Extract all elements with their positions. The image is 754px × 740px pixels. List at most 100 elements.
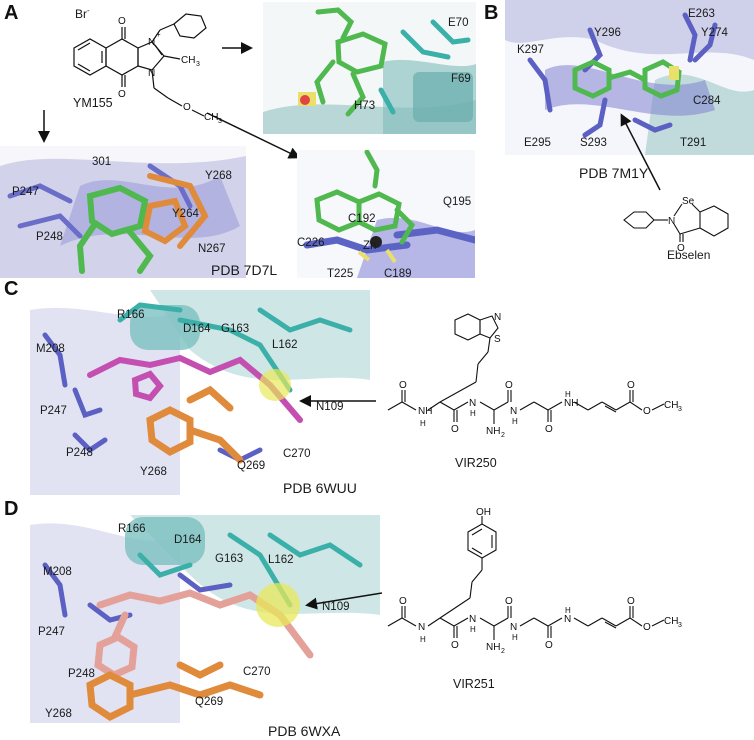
vir251-ester-o: O	[627, 596, 635, 607]
panel-c-pdb-label: PDB 6WUU	[283, 480, 357, 496]
residue-d-c270: C270	[243, 666, 271, 678]
vir250-ester-o: O	[627, 380, 635, 391]
vir250-n4: NH	[564, 398, 578, 409]
vir251-h1: H	[420, 635, 426, 644]
vir251-ch3: CH	[664, 616, 678, 627]
vir250-o2: O	[505, 380, 513, 391]
vir251-ester-o2: O	[643, 622, 651, 633]
residue-c-m208: M208	[36, 343, 65, 355]
residue-a-t225: T225	[327, 268, 354, 280]
vir251-n4: N	[564, 614, 571, 625]
render-7d7l-right	[297, 150, 475, 278]
ym155-o-top: O	[118, 16, 126, 27]
vir251-nh2: NH	[486, 642, 500, 653]
vir250-o3: O	[545, 424, 553, 435]
panel-letter-b: B	[484, 2, 499, 24]
panel-a-arrows	[38, 42, 301, 159]
ym155-o-bottom: O	[118, 89, 126, 100]
residue-b-y296: Y296	[594, 27, 621, 39]
residue-a-y268: Y268	[205, 170, 232, 182]
vir250-h3: H	[512, 417, 518, 426]
residue-b-s293: S293	[580, 137, 607, 149]
vir251-h4: H	[565, 606, 571, 615]
residue-b-e295: E295	[524, 137, 551, 149]
residue-b-k297: K297	[517, 44, 544, 56]
render-6wuu	[30, 290, 380, 495]
residue-c-r166: R166	[117, 309, 145, 321]
residue-d-p247: P247	[38, 626, 65, 638]
ym155-label: YM155	[73, 96, 113, 110]
vir250-ester-o2: O	[643, 406, 651, 417]
vir250-structure: N S O NH H O N H NH 2 O N H O NH H O O C…	[387, 312, 682, 439]
residue-d-p248: P248	[68, 668, 95, 680]
vir251-n1: N	[418, 622, 425, 633]
vir250-label: VIR250	[455, 456, 497, 470]
vir250-n3: N	[510, 406, 517, 417]
residue-c-g163: G163	[221, 323, 250, 335]
panel-letter-c: C	[4, 278, 19, 300]
vir250-n1: NH	[418, 406, 432, 417]
residue-a-p247: P247	[12, 186, 39, 198]
ym155-ether-sub: 3	[218, 118, 222, 125]
vir250-ch3-sub: 3	[678, 406, 682, 413]
vir250-s-ring: S	[494, 334, 501, 345]
panel-letter-a: A	[4, 2, 19, 24]
ebselen-o: O	[677, 243, 685, 252]
vir250-ch3: CH	[664, 400, 678, 411]
vir251-oh: OH	[476, 508, 491, 518]
vir250-nh2-sub: 2	[501, 432, 505, 439]
residue-a-p248: P248	[36, 231, 63, 243]
panel-a-pdb-label: PDB 7D7L	[211, 262, 278, 278]
residue-d-d164: D164	[174, 534, 202, 546]
ebselen-structure: Se N O	[623, 196, 729, 252]
vir251-n2: N	[469, 614, 476, 625]
residue-a-n267: N267	[198, 243, 226, 255]
vir251-structure: OH O N H O N H NH 2 O N H O N H O O CH 3	[387, 508, 682, 655]
residue-c-q269: Q269	[237, 460, 266, 472]
residue-d-l162: L162	[268, 554, 294, 566]
vir251-h2: H	[470, 625, 476, 634]
residue-d-y268: Y268	[45, 708, 72, 720]
vir250-h4: H	[565, 390, 571, 399]
residue-b-e263: E263	[688, 8, 715, 20]
vir250-nh2: NH	[486, 426, 500, 437]
vir251-o2: O	[505, 596, 513, 607]
vir250-h1: H	[420, 419, 426, 428]
residue-d-q269: Q269	[195, 696, 224, 708]
ym155-n-plus: N	[148, 37, 155, 48]
vir250-n-ring: N	[494, 312, 501, 323]
vir250-o-acetyl: O	[399, 380, 407, 391]
ym155-methyl: CH	[181, 55, 195, 66]
ym155-ether-ch: CH	[204, 112, 218, 123]
ebselen-arrow	[620, 113, 661, 191]
residue-a-c192: C192	[348, 213, 376, 225]
ym155-ether-o: O	[183, 102, 191, 113]
vir250-h2: H	[470, 409, 476, 418]
panel-c-arrow	[299, 395, 376, 407]
residue-b-y274: Y274	[701, 27, 728, 39]
residue-c-c270: C270	[283, 448, 311, 460]
render-7d7l-top	[263, 2, 476, 134]
vir251-o1: O	[451, 640, 459, 651]
residue-c-n109: N109	[316, 401, 344, 413]
ym155-methyl-sub: 3	[196, 61, 200, 68]
vir251-o3: O	[545, 640, 553, 651]
ym155-counterion: Br-	[75, 6, 90, 21]
vir251-o-acetyl: O	[399, 596, 407, 607]
residue-d-m208: M208	[43, 566, 72, 578]
residue-d-r166: R166	[118, 523, 146, 535]
ebselen-se: Se	[682, 196, 695, 207]
residue-a-f69: F69	[451, 73, 471, 85]
residue-c-l162: L162	[272, 339, 298, 351]
vir251-ch3-sub: 3	[678, 622, 682, 629]
render-7d7l-left	[0, 146, 246, 278]
residue-a-q195: Q195	[443, 196, 472, 208]
residue-a-zn: Zn	[363, 240, 377, 252]
residue-a-e70: E70	[448, 17, 469, 29]
residue-c-p248: P248	[66, 447, 93, 459]
vir250-n2: N	[469, 398, 476, 409]
panel-b-pdb-label: PDB 7M1Y	[579, 165, 649, 181]
residue-d-n109: N109	[322, 601, 350, 613]
panel-d-pdb-label: PDB 6WXA	[268, 723, 341, 739]
vir251-nh2-sub: 2	[501, 648, 505, 655]
